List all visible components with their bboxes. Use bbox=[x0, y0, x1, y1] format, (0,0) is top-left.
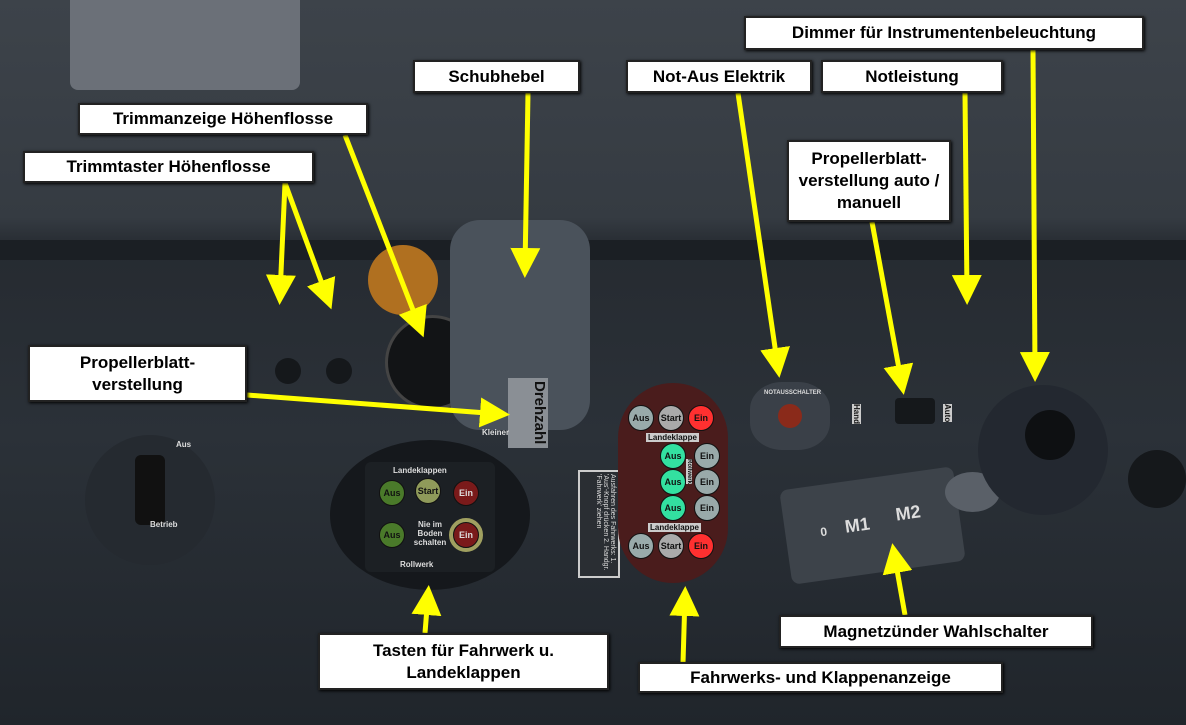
arrow-trimmtaster-1 bbox=[265, 182, 296, 305]
label-prop: Propellerblatt-verstellung bbox=[28, 345, 247, 402]
arrow-notleistung bbox=[951, 92, 982, 305]
panel-title: Landeklappen bbox=[393, 466, 447, 475]
ind-gear-ein-3: Ein bbox=[694, 495, 720, 521]
label-magnet: Magnetzünder Wahlschalter bbox=[779, 615, 1093, 648]
gear-warning: Nie im Boden schalten bbox=[413, 520, 447, 547]
label-prop-auto: Propellerblatt-verstellung auto / manuel… bbox=[787, 140, 951, 222]
right-knob[interactable] bbox=[1128, 450, 1186, 508]
arrow-schubhebel bbox=[510, 92, 541, 278]
ignition-switch[interactable] bbox=[85, 435, 215, 565]
label-dimmer: Dimmer für Instrumentenbeleuchtung bbox=[744, 16, 1144, 50]
label-trimmtaster: Trimmtaster Höhenflosse bbox=[23, 151, 314, 183]
arrow-not-aus bbox=[735, 92, 790, 378]
ind-gear-ein-2: Ein bbox=[694, 469, 720, 495]
ind-landeklappe: Landeklappe bbox=[646, 433, 699, 442]
label-trimmanzeige: Trimmanzeige Höhenflosse bbox=[78, 103, 368, 135]
prop-auto-label: Auto bbox=[943, 404, 952, 423]
ind-gear-aus-1: Aus bbox=[660, 443, 686, 469]
arrow-dimmer bbox=[1019, 49, 1050, 382]
label-schubhebel: Schubhebel bbox=[413, 60, 580, 93]
gear-flap-indicator: Aus Start Ein Landeklappe Aus Ein Aus Ei… bbox=[618, 383, 728, 583]
not-aus-plate: NOTAUSSCHALTER bbox=[764, 390, 822, 396]
throttle-tag: Drehzahl bbox=[508, 378, 548, 448]
ind-start-b: Start bbox=[658, 533, 684, 559]
arrow-trimmtaster-2 bbox=[282, 182, 336, 310]
throttle-sub: Kleiner bbox=[482, 428, 510, 437]
arrow-tasten bbox=[411, 585, 442, 634]
ind-rollwerk: Rollwerk bbox=[686, 459, 692, 485]
gear-ein-button[interactable]: Ein bbox=[449, 518, 483, 552]
arrow-magnet bbox=[882, 543, 913, 616]
rudder-pedal bbox=[70, 0, 300, 90]
label-not-aus: Not-Aus Elektrik bbox=[626, 60, 812, 93]
prop-mode-switch[interactable] bbox=[895, 398, 935, 424]
ind-start: Start bbox=[658, 405, 684, 431]
label-tasten: Tasten für Fahrwerk u. Landeklappen bbox=[318, 633, 609, 690]
landing-gear-panel: Landeklappen Aus Start Ein Aus Nie im Bo… bbox=[365, 462, 495, 572]
arrow-trimmanzeige bbox=[342, 134, 427, 338]
trim-button-2[interactable] bbox=[326, 358, 352, 384]
gear-aus-button[interactable]: Aus bbox=[379, 522, 405, 548]
flaps-aus-button[interactable]: Aus bbox=[379, 480, 405, 506]
trim-button-1[interactable] bbox=[275, 358, 301, 384]
ind-gear-ein-1: Ein bbox=[694, 443, 720, 469]
ind-gear-aus-2: Aus bbox=[660, 469, 686, 495]
emergency-switch[interactable]: NOTAUSSCHALTER bbox=[750, 382, 830, 450]
dimmer-knob[interactable] bbox=[1025, 410, 1075, 460]
label-notleistung: Notleistung bbox=[821, 60, 1003, 93]
arrow-prop-auto bbox=[869, 221, 914, 395]
flaps-start-button[interactable]: Start bbox=[415, 478, 441, 504]
ind-aus: Aus bbox=[628, 405, 654, 431]
flaps-ein-button[interactable]: Ein bbox=[453, 480, 479, 506]
arrow-prop bbox=[246, 392, 510, 428]
ignition-betrieb: Betrieb bbox=[150, 520, 178, 529]
ind-aus-b: Aus bbox=[628, 533, 654, 559]
ind-ein: Ein bbox=[688, 405, 714, 431]
panel-footer: Rollwerk bbox=[400, 560, 434, 569]
ignition-aus: Aus bbox=[176, 440, 192, 449]
label-anzeige: Fahrwerks- und Klappenanzeige bbox=[638, 662, 1003, 693]
prop-hand-label: Hand bbox=[852, 404, 861, 424]
ind-landeklappe-2: Landeklappe bbox=[648, 523, 701, 532]
arrow-anzeige bbox=[669, 586, 700, 664]
ind-gear-aus-3: Aus bbox=[660, 495, 686, 521]
glareshield bbox=[0, 240, 1186, 260]
ind-ein-b: Ein bbox=[688, 533, 714, 559]
